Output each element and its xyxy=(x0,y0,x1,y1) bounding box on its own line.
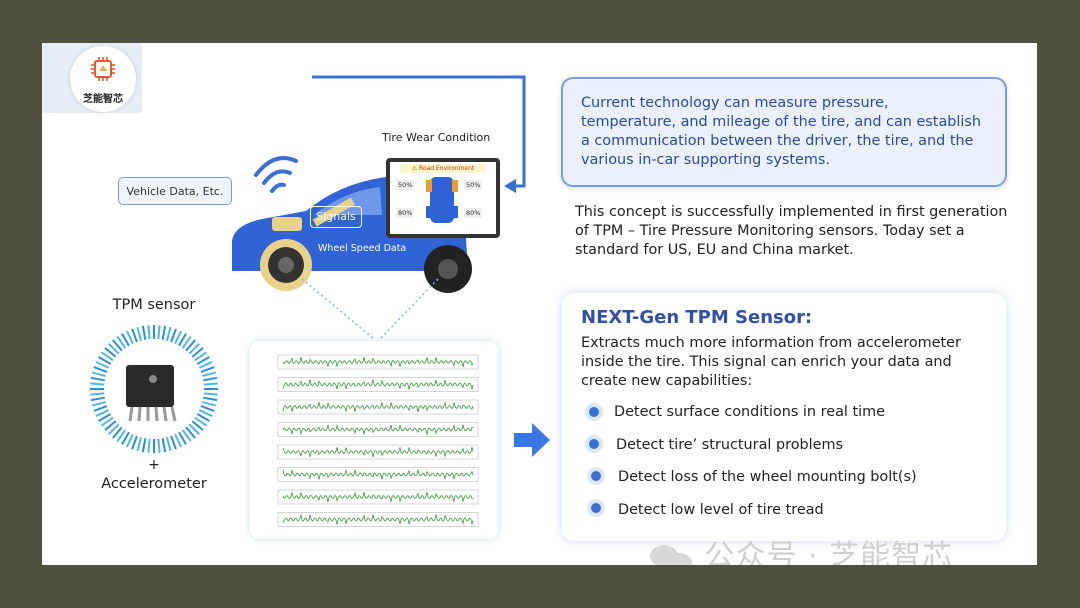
slide: 芝能智芯 Vehicle Data, Etc. Signals Wheel Sp… xyxy=(42,43,1037,565)
dotted-connectors xyxy=(301,278,439,340)
tpm-sensor-label: TPM sensor xyxy=(112,297,196,313)
road-environment-header: ⚠ Road Environment xyxy=(400,164,486,173)
plus-sign: + xyxy=(148,457,160,473)
tire-pct-rl: 80% xyxy=(396,208,415,218)
tire-fl xyxy=(426,180,432,192)
signals-label: Signals xyxy=(310,206,362,228)
wechat-icon xyxy=(650,543,694,565)
road-environment-text: Road Environment xyxy=(419,165,475,172)
watermark: 公众号 · 芝能智芯 xyxy=(650,531,953,565)
warning-icon: ⚠ xyxy=(411,165,419,172)
right-arrow-icon xyxy=(514,423,550,457)
logo-text: 芝能智芯 xyxy=(83,94,123,105)
tire-rl xyxy=(426,206,432,218)
wifi-icon xyxy=(254,156,298,193)
bullet-surface-conditions: Detect surface conditions in real time xyxy=(614,404,885,420)
brand-logo: 芝能智芯 xyxy=(70,46,136,112)
next-gen-description: Extracts much more information from acce… xyxy=(581,335,961,389)
bullet-mounting-bolt: Detect loss of the wheel mounting bolt(s… xyxy=(618,469,917,485)
next-gen-title: NEXT-Gen TPM Sensor: xyxy=(581,307,813,328)
bullet-structural-problems: Detect tire’ structural problems xyxy=(616,437,844,453)
next-gen-box: NEXT-Gen TPM Sensor: Extracts much more … xyxy=(562,293,1006,541)
tire-wear-title: Tire Wear Condition xyxy=(382,131,491,144)
current-technology-box: Current technology can measure pressure,… xyxy=(561,77,1007,187)
tire-fr xyxy=(452,180,458,192)
wheel-speed-label: Wheel Speed Data xyxy=(318,243,407,254)
tire-wear-screen: ⚠ Road Environment 50% 50% 80% 80% xyxy=(386,158,500,238)
bullet-low-tread: Detect low level of tire tread xyxy=(618,502,824,518)
accelerometer-signal-plots xyxy=(250,341,498,539)
signal-plots-svg xyxy=(277,354,479,527)
watermark-text: 公众号 · 芝能智芯 xyxy=(704,539,954,565)
accelerometer-label: Accelerometer xyxy=(101,476,207,492)
bullet-icon xyxy=(591,503,601,513)
bullet-icon xyxy=(589,439,599,449)
chip-icon xyxy=(91,57,115,81)
current-technology-text: Current technology can measure pressure,… xyxy=(581,95,982,168)
tire-pct-fl: 50% xyxy=(396,180,415,190)
bullet-icon xyxy=(589,407,599,417)
concept-text: This concept is successfully implemented… xyxy=(575,204,1008,258)
tire-pct-rr: 80% xyxy=(464,208,483,218)
mini-car-icon xyxy=(430,177,454,223)
bullet-icon xyxy=(591,471,601,481)
tire-rr xyxy=(452,206,458,218)
connector-arrow xyxy=(312,75,526,193)
vehicle-data-label: Vehicle Data, Etc. xyxy=(118,177,232,205)
tpm-sensor-chip-icon xyxy=(90,325,218,453)
tire-pct-fr: 50% xyxy=(464,180,483,190)
signals-text: Signals xyxy=(316,210,356,223)
